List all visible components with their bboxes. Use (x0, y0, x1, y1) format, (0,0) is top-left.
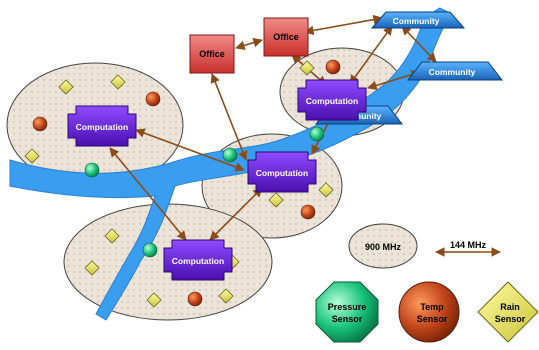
temp-sensors (32, 59, 341, 307)
legend-pressure-line2: Sensor (332, 314, 363, 324)
legend-pressure-sensor: Pressure Sensor (315, 281, 379, 343)
link-community1-community2 (401, 25, 437, 63)
computation-node-3: Computation (247, 151, 317, 193)
legend-rain-sensor: Rain Sensor (477, 281, 539, 343)
legend: 900 MHz 144 MHz Pressure Sensor Temp Sen… (315, 223, 539, 343)
link-office2-community1 (304, 14, 383, 36)
legend-rain-line1: Rain (500, 302, 520, 312)
community-shape (370, 11, 466, 29)
office-box (263, 17, 309, 57)
rain-sensor-icon (58, 79, 74, 95)
temp-sensor-icon (300, 204, 316, 220)
pressure-sensor-icon (142, 242, 158, 258)
legend-pressure-line1: Pressure (328, 302, 367, 312)
community-node-1: Community (370, 11, 466, 29)
office-node-1: Office (189, 34, 235, 74)
link-comp2-community2 (367, 69, 421, 91)
rain-sensor-icon (299, 60, 315, 76)
community-label: Community (429, 67, 476, 77)
office-node-2: Office (263, 17, 309, 57)
computation-label: Computation (172, 256, 224, 266)
temp-sensor-icon (32, 116, 48, 132)
legend-temp-line1: Temp (420, 302, 444, 312)
temp-sensor-icon (187, 291, 203, 307)
link-community1-comp2 (349, 25, 393, 85)
computation-node-4: Computation (163, 239, 233, 281)
legend-temp-sensor: Temp Sensor (398, 281, 460, 343)
computation-shape (163, 239, 233, 281)
community-shape (406, 61, 504, 81)
rain-sensor-icon (110, 74, 126, 90)
link-comp4-comp3 (209, 187, 263, 241)
pressure-sensor-icon (222, 147, 238, 163)
rain-sensors (24, 60, 334, 308)
pressure-sensor-icon (309, 126, 325, 142)
legend-rain-line2: Sensor (495, 314, 526, 324)
legend-temp-line2: Sensor (417, 314, 448, 324)
rain-sensor-icon (318, 182, 334, 198)
link-lines (109, 14, 501, 257)
computation-shape (247, 151, 317, 193)
computation-node-1: Computation (67, 105, 137, 147)
computation-shape (297, 79, 367, 121)
rain-sensor-icon (146, 292, 162, 308)
temp-sensor-icon (145, 91, 161, 107)
temp-sensor-icon (325, 59, 341, 75)
legend-900mhz-label: 900 MHz (365, 242, 402, 252)
link-office1-office2 (235, 37, 263, 51)
rain-sensor-icon (24, 148, 40, 164)
community-node-2: Community (406, 61, 504, 81)
legend-900mhz-zone (348, 223, 418, 269)
community-label: Community (393, 16, 440, 26)
temp-sensor-icon (398, 281, 460, 343)
computation-shape (67, 105, 137, 147)
link-comp1-comp3 (135, 128, 245, 172)
rain-sensor-icon (268, 192, 284, 208)
computation-label: Computation (306, 96, 358, 106)
computation-label: Computation (256, 168, 308, 178)
rain-sensor-icon (84, 260, 100, 276)
computation-label: Computation (76, 122, 128, 132)
pressure-sensors (84, 126, 325, 258)
pressure-sensor-icon (315, 281, 379, 343)
link-comp1-comp4 (109, 147, 187, 241)
office-label: Office (199, 49, 225, 59)
computation-node-2: Computation (297, 79, 367, 121)
rain-sensor-icon (477, 281, 539, 343)
rain-sensor-icon (104, 228, 120, 244)
office-box (189, 34, 235, 74)
pressure-sensor-icon (84, 162, 100, 178)
rain-sensor-icon (218, 288, 234, 304)
office-label: Office (273, 32, 299, 42)
legend-144mhz-label: 144 MHz (450, 240, 487, 250)
